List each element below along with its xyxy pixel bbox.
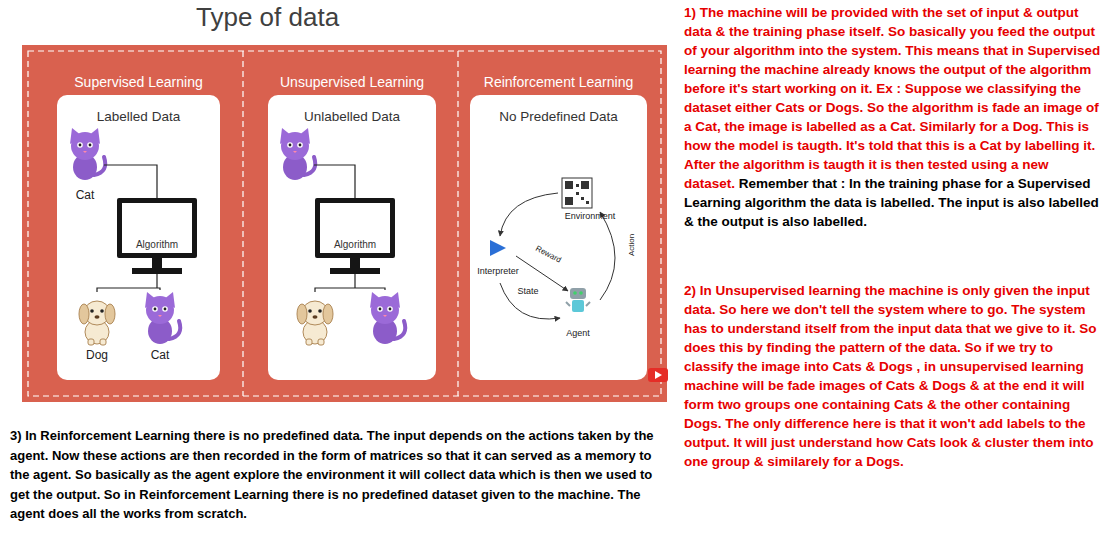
column-heading: Supervised Learning xyxy=(27,73,250,91)
algorithm-monitor: Algorithm xyxy=(117,198,197,258)
card-heading: Labelled Data xyxy=(57,109,220,125)
category-card: Unsupervised LearningUnlabelled DataAlgo… xyxy=(268,95,436,380)
state-label: State xyxy=(517,287,538,297)
algorithm-monitor: Algorithm xyxy=(315,198,395,258)
agent-label: Agent xyxy=(566,329,590,339)
card-heading: Unlabelled Data xyxy=(268,109,436,125)
action-label: Action xyxy=(628,234,637,256)
category-card: Supervised LearningLabelled DataAlgorith… xyxy=(57,95,220,380)
slide-title: Type of data xyxy=(196,1,339,33)
interpreter-label: Interpreter xyxy=(477,267,519,277)
reward-label: Reward xyxy=(534,245,562,266)
explanation-text: 1) The machine will be provided with the… xyxy=(684,5,1100,191)
category-card: Reinforcement LearningNo Predefined Data xyxy=(470,95,647,380)
explanation-note: Remember that : In the training phase fo… xyxy=(684,176,1099,229)
column-heading: Unsupervised Learning xyxy=(238,73,466,91)
monitor-label: Algorithm xyxy=(334,239,376,250)
monitor-label: Algorithm xyxy=(136,239,178,250)
environment-label: Environment xyxy=(565,212,616,222)
column-heading: Reinforcement Learning xyxy=(440,73,677,91)
animal-label: Cat xyxy=(76,189,95,202)
explanation-paragraph: 1) The machine will be provided with the… xyxy=(684,3,1102,231)
explanation-paragraph: 3) In Reinforcement Learning there is no… xyxy=(10,426,662,524)
animal-label: Dog xyxy=(86,349,108,362)
explanation-paragraph: 2) In Unsupervised learning the machine … xyxy=(684,281,1102,471)
card-heading: No Predefined Data xyxy=(470,109,647,125)
animal-label: Cat xyxy=(151,349,170,362)
